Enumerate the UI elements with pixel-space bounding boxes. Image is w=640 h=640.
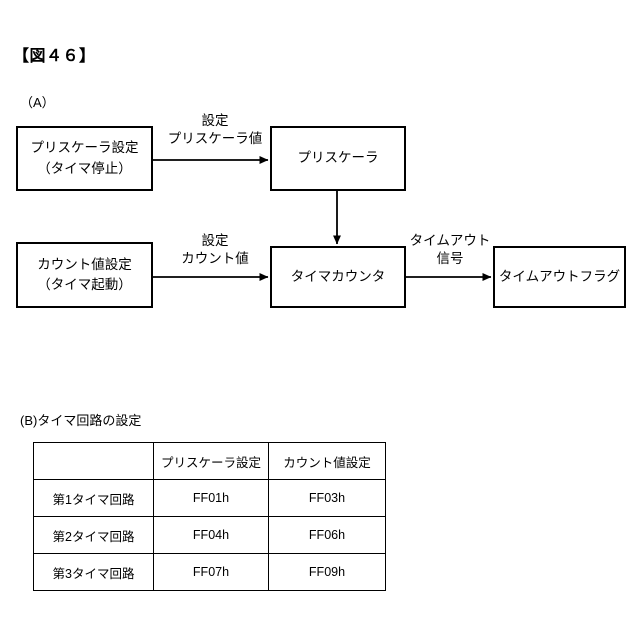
table-row: 第1タイマ回路 FF01h FF03h bbox=[33, 479, 386, 517]
arrow-label-set-prescaler-value-line1: 設定 bbox=[201, 113, 229, 128]
table-cell-prescaler-value: FF07h bbox=[153, 553, 269, 591]
section-label-a: （A） bbox=[20, 95, 55, 110]
arrow-label-timeout-signal-line2: 信号 bbox=[436, 251, 464, 267]
table-header-prescaler-setting: プリスケーラ設定 bbox=[153, 442, 269, 480]
table-row: 第3タイマ回路 FF07h FF09h bbox=[33, 553, 386, 591]
block-prescaler-setting-line2: （タイマ停止） bbox=[37, 160, 132, 176]
table-cell-timer-name: 第3タイマ回路 bbox=[33, 553, 154, 591]
table-row: 第2タイマ回路 FF04h FF06h bbox=[33, 516, 386, 554]
table-cell-count-value: FF03h bbox=[268, 479, 386, 517]
table-cell-prescaler-value: FF01h bbox=[153, 479, 269, 517]
arrow-label-timeout-signal-line1: タイムアウト bbox=[409, 233, 491, 248]
figure-title: 【図４６】 bbox=[13, 48, 96, 65]
arrow-label-set-prescaler-value: 設定 プリスケーラ値 bbox=[155, 112, 275, 148]
table-cell-prescaler-value: FF04h bbox=[153, 516, 269, 554]
block-timer-counter: タイマカウンタ bbox=[270, 246, 406, 308]
table-cell-timer-name: 第2タイマ回路 bbox=[33, 516, 154, 554]
table-cell-count-value: FF09h bbox=[268, 553, 386, 591]
arrow-label-set-prescaler-value-line2: プリスケーラ値 bbox=[167, 131, 263, 147]
block-timer-counter-line1: タイマカウンタ bbox=[290, 268, 386, 284]
block-timeout-flag-line1: タイムアウトフラグ bbox=[498, 268, 621, 284]
block-count-value-setting-line2: （タイマ起動） bbox=[37, 277, 132, 292]
arrow-label-set-count-value: 設定 カウント値 bbox=[160, 232, 270, 268]
block-prescaler-setting: プリスケーラ設定 （タイマ停止） bbox=[16, 126, 153, 191]
block-count-value-setting: カウント値設定 （タイマ起動） bbox=[16, 242, 153, 308]
block-prescaler: プリスケーラ bbox=[270, 126, 406, 191]
table-header-row: プリスケーラ設定 カウント値設定 bbox=[33, 442, 386, 480]
block-prescaler-setting-line1: プリスケーラ設定 bbox=[30, 140, 139, 156]
table-cell-count-value: FF06h bbox=[268, 516, 386, 554]
timer-settings-table: プリスケーラ設定 カウント値設定 第1タイマ回路 FF01h FF03h 第2タ… bbox=[33, 442, 386, 591]
arrow-label-set-count-value-line1: 設定 bbox=[201, 233, 229, 248]
section-label-b: (B)タイマ回路の設定 bbox=[20, 413, 142, 428]
block-prescaler-line1: プリスケーラ bbox=[297, 150, 379, 166]
block-count-value-setting-line1: カウント値設定 bbox=[37, 256, 132, 272]
arrow-label-set-count-value-line2: カウント値 bbox=[181, 251, 249, 267]
table-header-blank bbox=[33, 442, 154, 480]
table-header-count-value-setting: カウント値設定 bbox=[268, 442, 386, 480]
block-timeout-flag: タイムアウトフラグ bbox=[493, 246, 626, 308]
table-cell-timer-name: 第1タイマ回路 bbox=[33, 479, 154, 517]
arrow-label-timeout-signal: タイムアウト 信号 bbox=[400, 232, 500, 268]
